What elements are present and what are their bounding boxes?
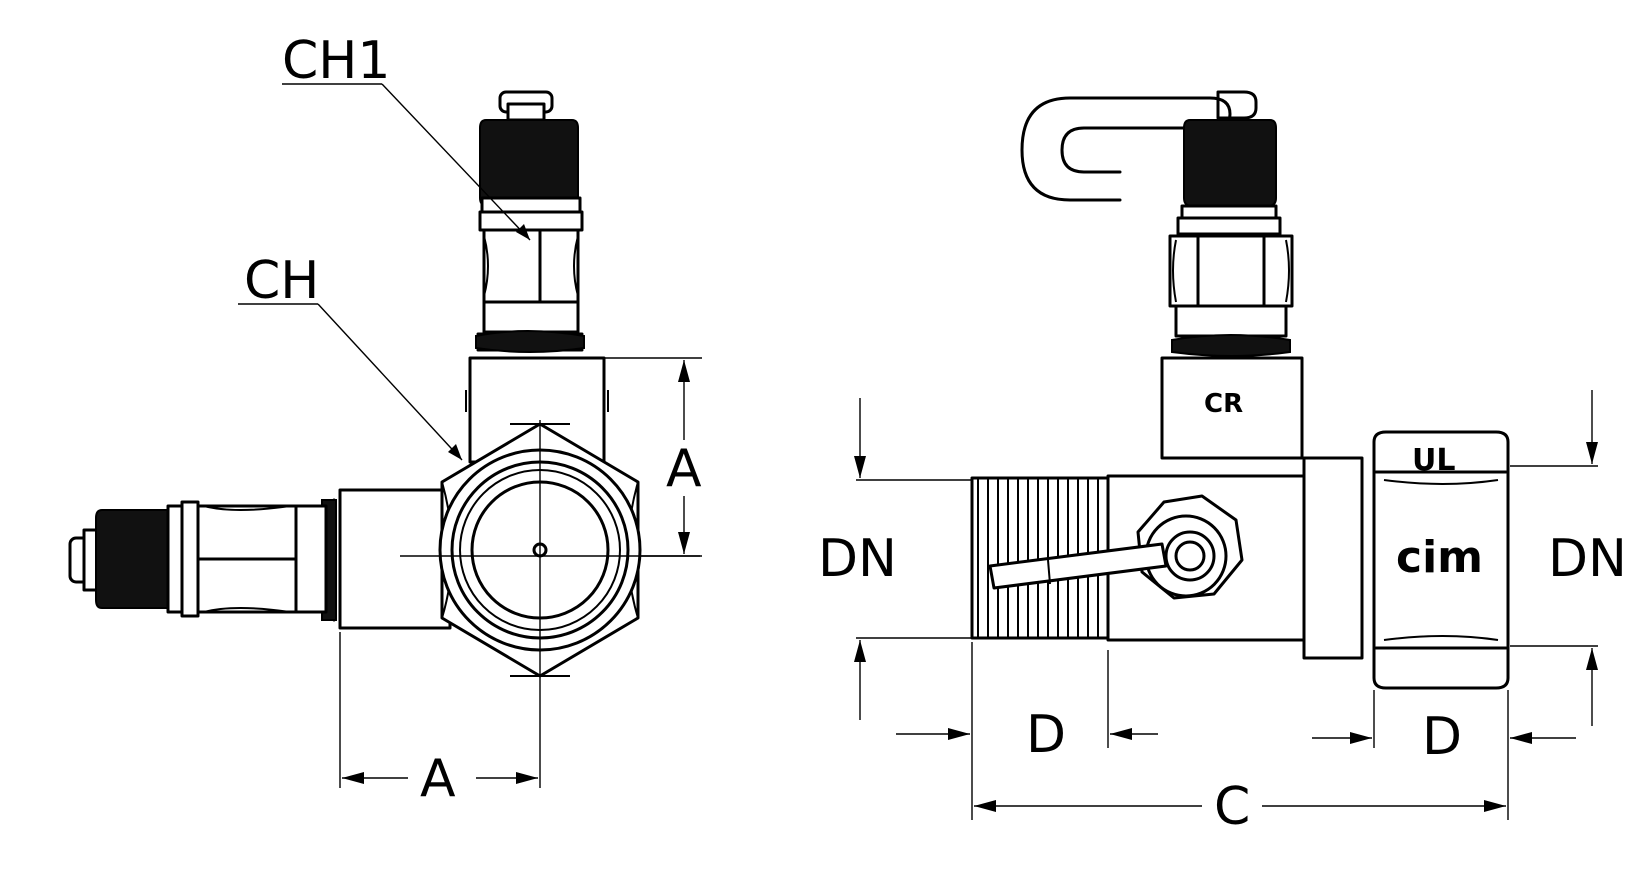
dim-a-horizontal: A (339, 632, 538, 809)
ch1-label: CH1 (282, 31, 391, 91)
dim-dn-right: DN (1510, 390, 1627, 726)
top-test-port (475, 90, 585, 353)
ch-callout: CH (238, 251, 463, 461)
ul-marking: UL (1412, 443, 1455, 478)
front-view (68, 90, 700, 788)
left-test-port (68, 500, 328, 618)
dim-c-overall-label: C (1214, 777, 1250, 837)
side-view: CR UL cim (970, 90, 1510, 690)
dim-a-horizontal-label: A (420, 749, 456, 809)
dim-d-right: D (1312, 690, 1576, 820)
dim-a-vertical-label: A (666, 439, 702, 499)
dim-d-left: D (896, 642, 1158, 820)
dim-d-left-label: D (1026, 705, 1066, 765)
dim-d-right-label: D (1422, 707, 1462, 767)
dim-dn-right-label: DN (1548, 529, 1627, 589)
cim-marking: cim (1396, 532, 1483, 583)
dim-dn-left-label: DN (818, 529, 897, 589)
cr-logo: CR (1204, 389, 1243, 419)
ch-label: CH (244, 251, 319, 311)
ch1-callout: CH1 (282, 31, 531, 241)
dim-c-overall: C (974, 777, 1506, 837)
dim-dn-left: DN (818, 398, 972, 720)
dim-a-vertical: A (604, 357, 702, 557)
